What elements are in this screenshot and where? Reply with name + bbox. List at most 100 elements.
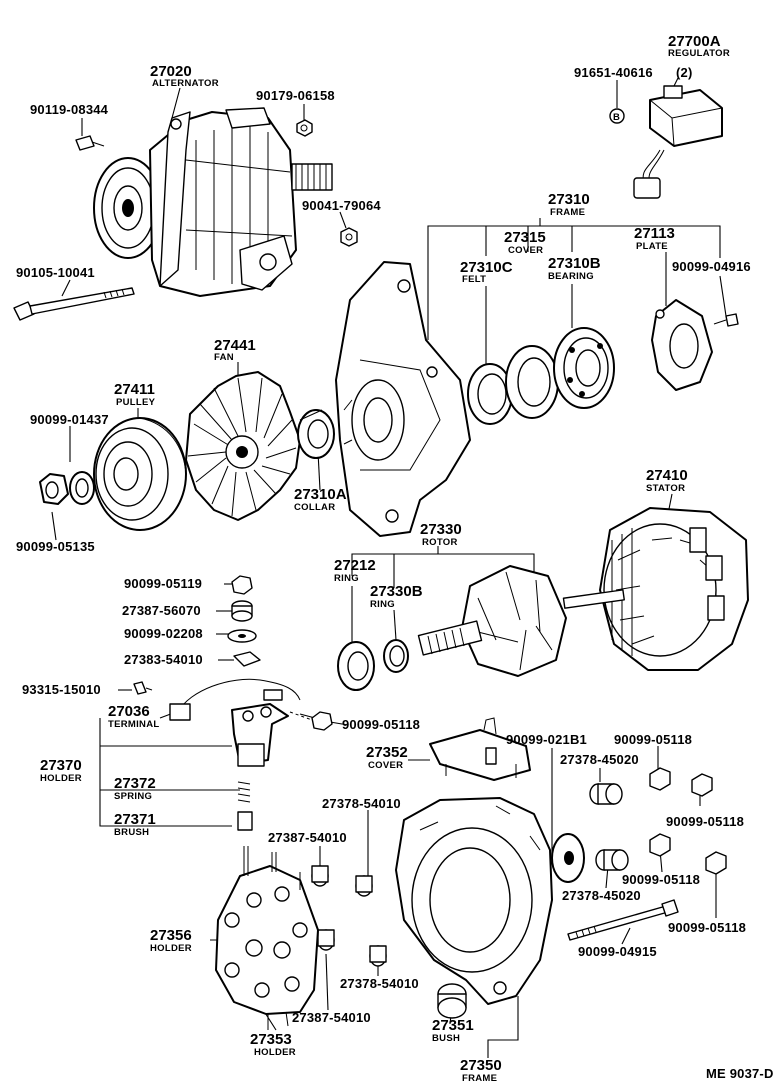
ring-27330B-part — [383, 639, 409, 673]
ring-27212-name: RING — [334, 573, 359, 584]
fan-number: 27441 — [214, 337, 256, 354]
label-90099-05118-c: 90099-05118 — [666, 814, 744, 829]
label-27378-54010-b: 27378-54010 — [340, 976, 419, 991]
insulator-27378-45020-b — [595, 849, 629, 871]
terminal-number: 27036 — [108, 703, 150, 720]
brush-holder-part — [169, 678, 301, 767]
alternator-number: 27020 — [150, 63, 192, 80]
label-90099-04916: 90099-04916 — [672, 259, 751, 274]
felt-number: 27310C — [460, 259, 513, 276]
frame-front-name: FRAME — [550, 207, 585, 218]
plate-name: PLATE — [636, 241, 668, 252]
ring-27330b-name: RING — [370, 599, 395, 610]
nut-90099-05118-d — [649, 833, 671, 857]
stator-number: 27410 — [646, 467, 688, 484]
insulator-27378-54010-b — [369, 945, 387, 967]
rear-frame-part — [395, 797, 553, 1005]
felt-name: FELT — [462, 274, 486, 285]
bolt-90119-08344 — [75, 135, 105, 151]
holder-rect-name: HOLDER — [150, 943, 192, 954]
long-bolt-90105-10041 — [13, 287, 135, 321]
dashed-assembly-line — [289, 711, 313, 721]
brush-number: 27371 — [114, 811, 156, 828]
cover-rear-number: 27352 — [366, 744, 408, 761]
labels: 27020 ALTERNATOR 90119-08344 90179-06158… — [16, 33, 774, 1084]
insulator-27387-54010-a — [311, 865, 329, 887]
brush-name: BRUSH — [114, 827, 149, 838]
label-90099-05118-e: 90099-05118 — [668, 920, 746, 935]
label-90099-05135: 90099-05135 — [16, 539, 95, 554]
screw-90099-04916 — [713, 313, 739, 327]
spring-number: 27372 — [114, 775, 156, 792]
label-27378-45020-b: 27378-45020 — [562, 888, 641, 903]
nut-90099-05118-c — [691, 773, 713, 797]
large-washer-part — [551, 833, 585, 883]
brush-part — [237, 811, 253, 831]
holder-bottom-number: 27353 — [250, 1031, 292, 1048]
washer-90099-02208 — [227, 629, 257, 643]
label-91651-40616: 91651-40616 — [574, 65, 653, 80]
bearing-number: 27310B — [548, 255, 601, 272]
through-bolt-90099-04915 — [567, 899, 679, 941]
label-90099-05118-d: 90099-05118 — [622, 872, 700, 887]
label-90099-05119: 90099-05119 — [124, 576, 202, 591]
screw-93315-15010 — [133, 681, 153, 695]
label-27387-54010-a: 27387-54010 — [268, 830, 347, 845]
regulator-number: 27700A — [668, 33, 721, 50]
label-27387-56070: 27387-56070 — [122, 603, 201, 618]
spring-name: SPRING — [114, 791, 152, 802]
alternator-assembly — [93, 107, 333, 297]
nut-90099-05119 — [231, 575, 253, 595]
front-frame-part — [335, 261, 471, 537]
bearing-part — [553, 327, 615, 409]
collar-number: 27310A — [294, 486, 347, 503]
drawing-code: ME 9037-D — [706, 1066, 774, 1081]
cover-front-name: COVER — [508, 245, 543, 256]
stator-part — [599, 507, 749, 671]
fan-name: FAN — [214, 352, 234, 363]
plate-27383-54010 — [233, 651, 261, 667]
pulley-number: 27411 — [114, 381, 155, 398]
regulator-part — [609, 85, 723, 199]
felt-ring-part — [467, 363, 513, 425]
holder-brush-name: HOLDER — [40, 773, 82, 784]
regulator-qty: (2) — [676, 65, 693, 80]
rectifier-holder-part — [215, 846, 319, 1030]
label-90179-06158: 90179-06158 — [256, 88, 335, 103]
cover-front-number: 27315 — [504, 229, 546, 246]
frame-rear-number: 27350 — [460, 1057, 502, 1074]
collar-name: COLLAR — [294, 502, 335, 513]
ring-27212-part — [337, 641, 375, 691]
spring-part — [237, 781, 251, 803]
label-27383-54010: 27383-54010 — [124, 652, 203, 667]
lock-washer-part — [69, 471, 95, 505]
label-27378-45020-a: 27378-45020 — [560, 752, 639, 767]
rotor-number: 27330 — [420, 521, 462, 538]
frame-rear-name: FRAME — [462, 1073, 497, 1084]
holder-rect-number: 27356 — [150, 927, 192, 944]
fan-part — [185, 371, 301, 521]
collar-part — [297, 409, 335, 459]
label-90099-02208: 90099-02208 — [124, 626, 203, 641]
cover-rear-name: COVER — [368, 760, 403, 771]
rear-cover-part — [429, 717, 531, 781]
alternator-name: ALTERNATOR — [152, 78, 219, 89]
plate-part — [651, 299, 713, 391]
bush-number: 27351 — [432, 1017, 474, 1034]
nut-90041-79064 — [340, 227, 358, 247]
insulator-27387-56070 — [231, 600, 253, 622]
pulley-nut-part — [39, 473, 69, 505]
nut-90099-05118-b — [649, 767, 671, 791]
label-90099-05118-b: 90099-05118 — [614, 732, 692, 747]
regulator-name: REGULATOR — [668, 48, 730, 59]
label-93315-15010: 93315-15010 — [22, 682, 101, 697]
insulator-27378-45020-a — [589, 783, 623, 805]
rotor-name: ROTOR — [422, 537, 458, 548]
ring-27212-number: 27212 — [334, 557, 376, 574]
bearing-name: BEARING — [548, 271, 594, 282]
circle-marker-b: B — [613, 112, 620, 123]
label-90105-10041: 90105-10041 — [16, 265, 95, 280]
nut-90099-05118-e — [705, 851, 727, 875]
rotor-part — [417, 565, 625, 677]
